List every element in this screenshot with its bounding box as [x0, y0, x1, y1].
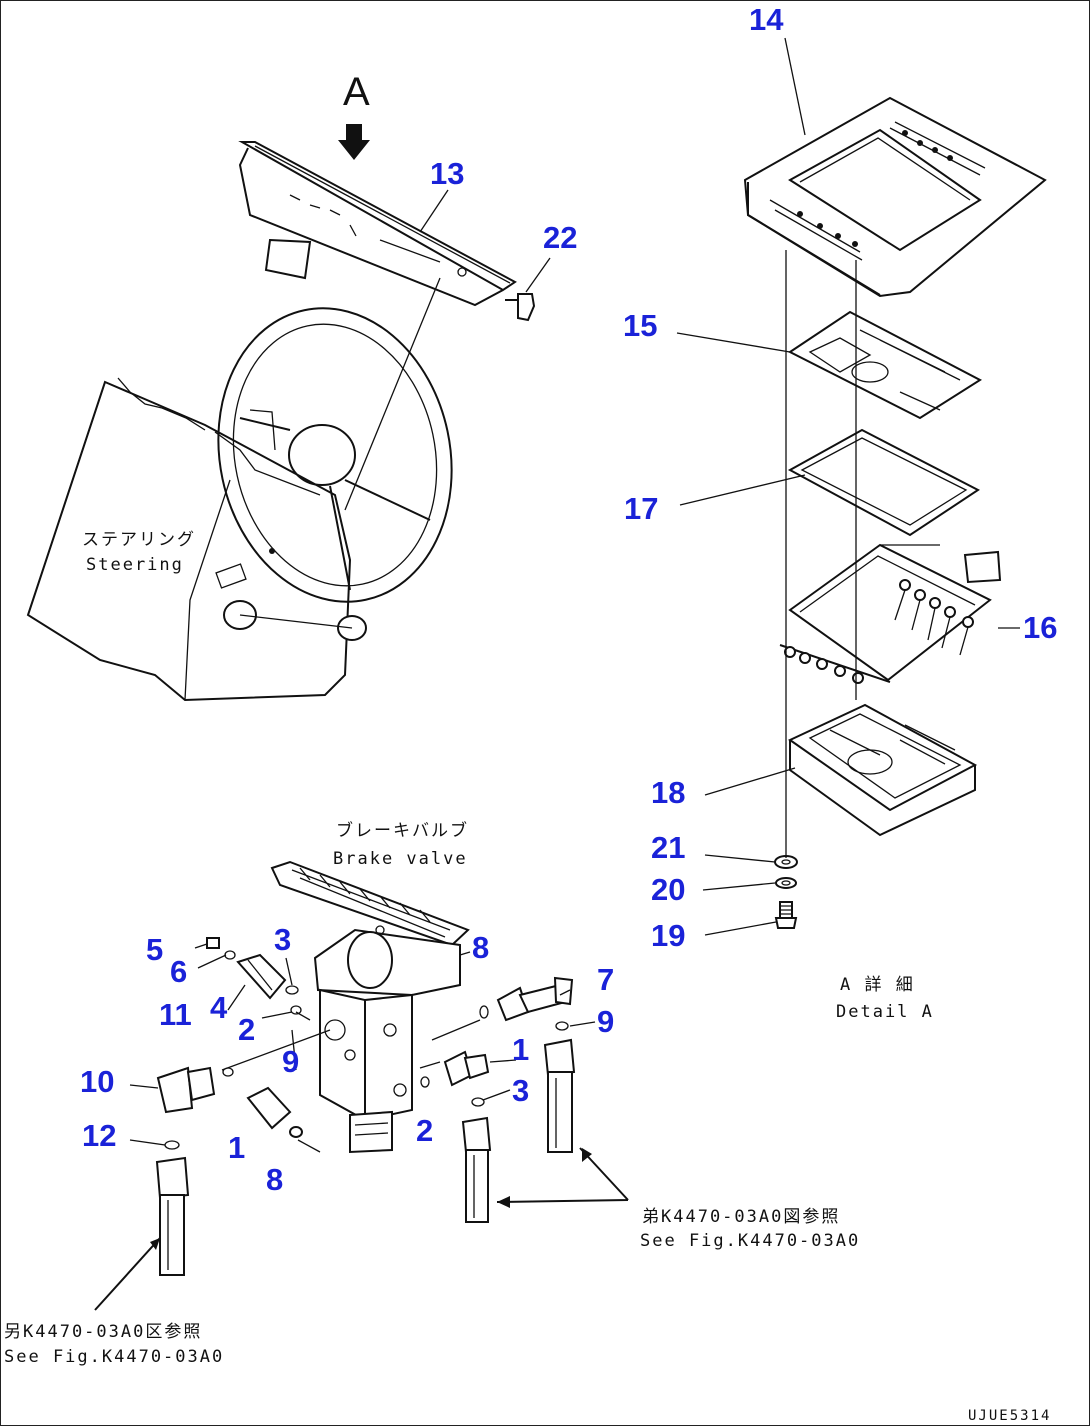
- callout-11: 11: [159, 997, 192, 1032]
- oring-2-right: [420, 1076, 430, 1088]
- brake-label-jp: ブレーキバルブ: [336, 820, 469, 841]
- washer-20: [775, 877, 797, 889]
- oring-9-right: [555, 1021, 569, 1031]
- oring-2-left: [290, 1005, 302, 1015]
- gasket-17: [787, 428, 980, 537]
- steering-wheel: [217, 307, 453, 603]
- view-marker-a: A: [343, 70, 370, 114]
- callout-3-upper: 3: [274, 922, 291, 957]
- callout-9-right: 9: [597, 1004, 614, 1039]
- dash-panel: [238, 141, 517, 307]
- callout-3-lower: 3: [512, 1073, 529, 1108]
- callout-2-right: 2: [416, 1113, 433, 1148]
- ref-right-en: See Fig.K4470-03A0: [640, 1231, 860, 1251]
- steering-column: [26, 377, 367, 702]
- connector-1-right: [443, 1050, 490, 1087]
- callout-14: 14: [749, 2, 784, 37]
- ref-leader-right: [496, 1147, 629, 1203]
- callout-4: 4: [210, 990, 228, 1025]
- ref-left-en: See Fig.K4470-03A0: [4, 1347, 224, 1367]
- hose-middle: [461, 1116, 492, 1223]
- hose-right: [543, 1038, 576, 1153]
- elbow-fitting-7: [496, 976, 574, 1022]
- oring-8-right: [479, 1005, 489, 1019]
- oring-12: [164, 1140, 180, 1150]
- steering-label-en: Steering: [86, 555, 184, 575]
- brake-valve-body: [313, 925, 461, 1154]
- callout-21: 21: [651, 830, 685, 865]
- hose-left: [155, 1156, 190, 1276]
- bolt-19: [774, 901, 798, 929]
- plug-8-lower: [289, 1126, 303, 1138]
- callout-7: 7: [597, 962, 614, 997]
- brake-label-en: Brake valve: [333, 849, 468, 869]
- callout-12: 12: [82, 1118, 116, 1153]
- callout-8-lower: 8: [266, 1162, 283, 1197]
- callout-19: 19: [651, 918, 685, 953]
- steering-label-jp: ステアリング: [82, 530, 196, 550]
- ref-leader-left: [94, 1237, 161, 1311]
- bolt-22: [505, 293, 536, 322]
- monitor-case-14: [743, 96, 1047, 298]
- callout-1-right: 1: [512, 1032, 529, 1067]
- detail-label-en: Detail A: [836, 1002, 934, 1022]
- brake-pedal: [270, 860, 470, 947]
- callout-20: 20: [651, 872, 685, 907]
- switch-10: [156, 1066, 216, 1114]
- ref-right-jp: 弟K4470-03A0図参照: [642, 1207, 840, 1227]
- callout-9-left: 9: [282, 1044, 299, 1079]
- leader-line-column: [344, 277, 441, 511]
- callout-16: 16: [1023, 610, 1057, 645]
- connector-1-left: [246, 1086, 292, 1130]
- plug-5: [206, 937, 220, 949]
- callout-10: 10: [80, 1064, 114, 1099]
- callout-1-left: 1: [228, 1130, 245, 1165]
- oring-3-right: [471, 1097, 485, 1107]
- callout-22: 22: [543, 220, 577, 255]
- detail-label-jp: A 詳 細: [840, 975, 915, 995]
- connector-4: [236, 953, 287, 1000]
- panel-sheet-15: [788, 310, 982, 420]
- callout-15: 15: [623, 308, 657, 343]
- monitor-unit-18: [788, 703, 978, 837]
- ref-left-jp: 另K4470-03A0区参照: [4, 1322, 202, 1342]
- callout-5: 5: [146, 932, 163, 967]
- circuit-board-16: [779, 543, 1002, 684]
- callout-13: 13: [430, 156, 464, 191]
- oring-6: [224, 950, 236, 960]
- callout-8-upper: 8: [472, 930, 489, 965]
- callout-6: 6: [170, 954, 187, 989]
- callout-2-left: 2: [238, 1012, 255, 1047]
- callout-18: 18: [651, 775, 685, 810]
- drawing-code: UJUE5314: [968, 1408, 1051, 1424]
- oring-3-left: [285, 985, 299, 995]
- callout-17: 17: [624, 491, 658, 526]
- view-arrow-icon: [338, 124, 370, 160]
